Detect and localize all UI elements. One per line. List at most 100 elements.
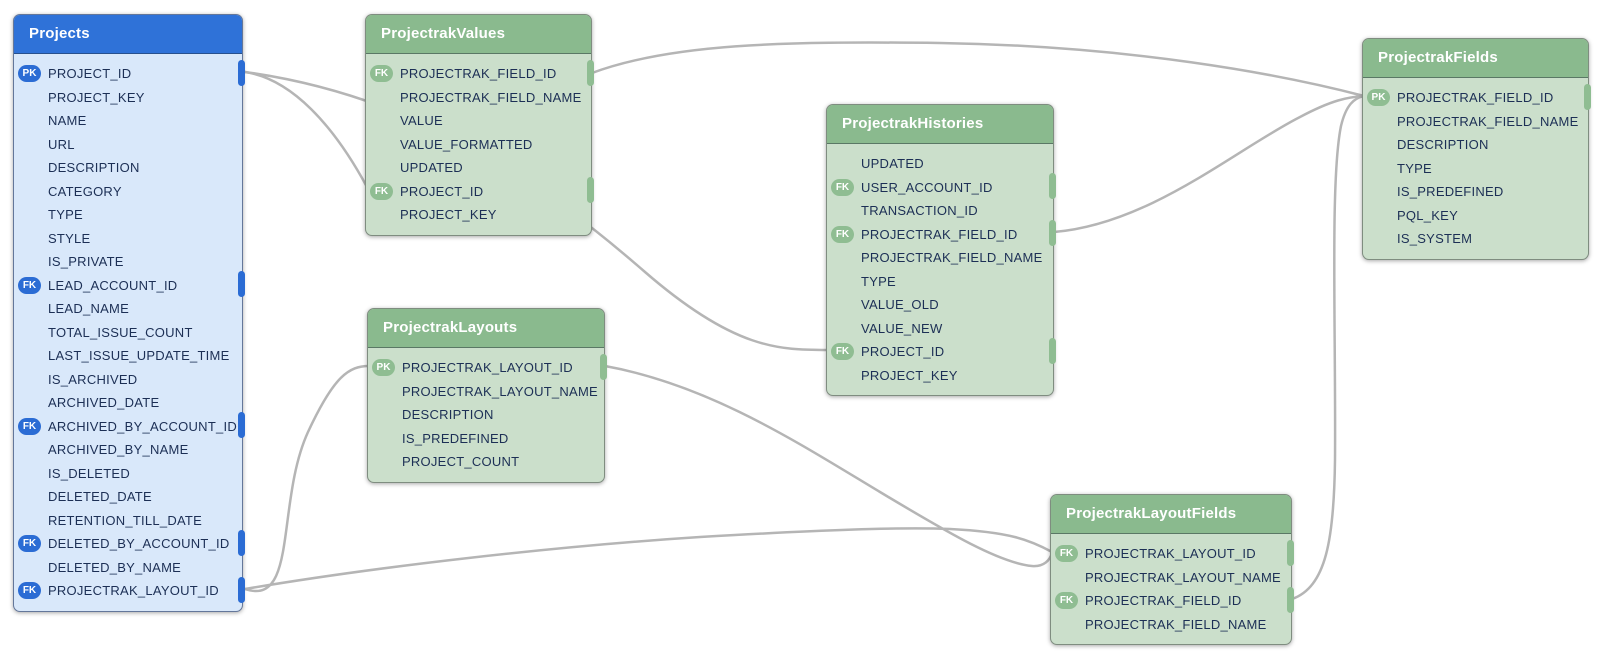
column-label: PROJECT_KEY (861, 367, 958, 383)
column-row[interactable]: PROJECTRAK_LAYOUT_NAME (1051, 566, 1291, 590)
column-row[interactable]: VALUE_OLD (827, 293, 1053, 317)
column-row[interactable]: PROJECT_COUNT (368, 450, 604, 474)
column-label: STYLE (48, 230, 91, 246)
entity-table-title[interactable]: ProjectrakHistories (827, 105, 1053, 144)
column-row[interactable]: TRANSACTION_ID (827, 199, 1053, 223)
column-row[interactable]: PQL_KEY (1363, 204, 1588, 228)
primary-key-badge: PK (1367, 89, 1390, 107)
column-row[interactable]: ARCHIVED_BY_NAME (14, 438, 242, 462)
column-row[interactable]: IS_SYSTEM (1363, 227, 1588, 251)
column-row[interactable]: IS_ARCHIVED (14, 368, 242, 392)
column-label: UPDATED (861, 156, 924, 172)
column-label: TRANSACTION_ID (861, 203, 978, 219)
column-row[interactable]: VALUE (366, 109, 591, 133)
column-row[interactable]: URL (14, 133, 242, 157)
column-label: ARCHIVED_BY_NAME (48, 442, 189, 458)
column-row[interactable]: TYPE (14, 203, 242, 227)
column-row[interactable]: TYPE (1363, 157, 1588, 181)
column-label: PROJECTRAK_LAYOUT_NAME (1085, 569, 1281, 585)
column-label: PROJECTRAK_LAYOUT_ID (1085, 546, 1256, 562)
column-row[interactable]: TOTAL_ISSUE_COUNT (14, 321, 242, 345)
column-row[interactable]: IS_DELETED (14, 462, 242, 486)
column-row[interactable]: RETENTION_TILL_DATE (14, 509, 242, 533)
column-row[interactable]: TYPE (827, 270, 1053, 294)
column-row[interactable]: PROJECTRAK_FIELD_NAME (827, 246, 1053, 270)
column-label: TYPE (48, 207, 83, 223)
column-row[interactable]: NAME (14, 109, 242, 133)
connection-stub[interactable] (1287, 539, 1294, 566)
column-row[interactable]: STYLE (14, 227, 242, 251)
column-row[interactable]: DELETED_BY_NAME (14, 556, 242, 580)
connection-stub[interactable] (1049, 220, 1056, 246)
column-row[interactable]: PROJECT_KEY (366, 203, 591, 227)
column-label: PROJECT_COUNT (402, 454, 520, 470)
column-row[interactable]: VALUE_NEW (827, 317, 1053, 341)
foreign-key-badge: FK (831, 343, 854, 361)
connection-stub[interactable] (1049, 337, 1056, 364)
entity-table-title[interactable]: ProjectrakLayouts (368, 309, 604, 348)
column-row[interactable]: PROJECTRAK_FIELD_NAME (1363, 110, 1588, 134)
column-row[interactable]: LEAD_NAME (14, 297, 242, 321)
connection-stub[interactable] (600, 353, 607, 380)
column-row[interactable]: PROJECTRAK_FIELD_NAME (366, 86, 591, 110)
connection-stub[interactable] (1049, 173, 1056, 199)
column-row[interactable]: DESCRIPTION (1363, 133, 1588, 157)
entity-table-title[interactable]: ProjectrakValues (366, 15, 591, 54)
column-row[interactable]: DELETED_DATE (14, 485, 242, 509)
column-label: VALUE_OLD (861, 297, 939, 313)
column-row[interactable]: PROJECT_KEY (14, 86, 242, 110)
column-row[interactable]: PROJECTRAK_FIELD_NAME (1051, 613, 1291, 637)
column-row[interactable]: PROJECT_KEY (827, 364, 1053, 388)
column-label: LAST_ISSUE_UPDATE_TIME (48, 348, 230, 364)
entity-table-title[interactable]: ProjectrakFields (1363, 39, 1588, 78)
entity-table-title[interactable]: Projects (14, 15, 242, 54)
connection-stub[interactable] (1287, 586, 1294, 613)
column-row[interactable]: UPDATED (827, 152, 1053, 176)
connection-stub[interactable] (1584, 83, 1591, 110)
entity-table-title[interactable]: ProjectrakLayoutFields (1051, 495, 1291, 534)
relationship-line (243, 70, 369, 189)
column-row[interactable]: IS_PRIVATE (14, 250, 242, 274)
column-row[interactable]: DESCRIPTION (368, 403, 604, 427)
column-label: UPDATED (400, 160, 463, 176)
column-row[interactable]: IS_PREDEFINED (1363, 180, 1588, 204)
column-row[interactable]: DESCRIPTION (14, 156, 242, 180)
column-row[interactable]: LAST_ISSUE_UPDATE_TIME (14, 344, 242, 368)
column-row[interactable]: ARCHIVED_DATE (14, 391, 242, 415)
connection-stub[interactable] (238, 529, 245, 556)
connection-stub[interactable] (238, 576, 245, 603)
connection-stub[interactable] (587, 59, 594, 86)
connection-stub[interactable] (238, 412, 245, 438)
connection-stub[interactable] (238, 59, 245, 86)
column-row[interactable]: CATEGORY (14, 180, 242, 204)
column-row[interactable]: UPDATED (366, 156, 591, 180)
foreign-key-badge: FK (18, 582, 41, 600)
column-row[interactable]: IS_PREDEFINED (368, 427, 604, 451)
connection-stub[interactable] (238, 271, 245, 297)
connection-stub[interactable] (587, 177, 594, 203)
relationship-line (1290, 94, 1366, 601)
column-row[interactable]: PROJECTRAK_LAYOUT_NAME (368, 380, 604, 404)
column-row[interactable]: VALUE_FORMATTED (366, 133, 591, 157)
